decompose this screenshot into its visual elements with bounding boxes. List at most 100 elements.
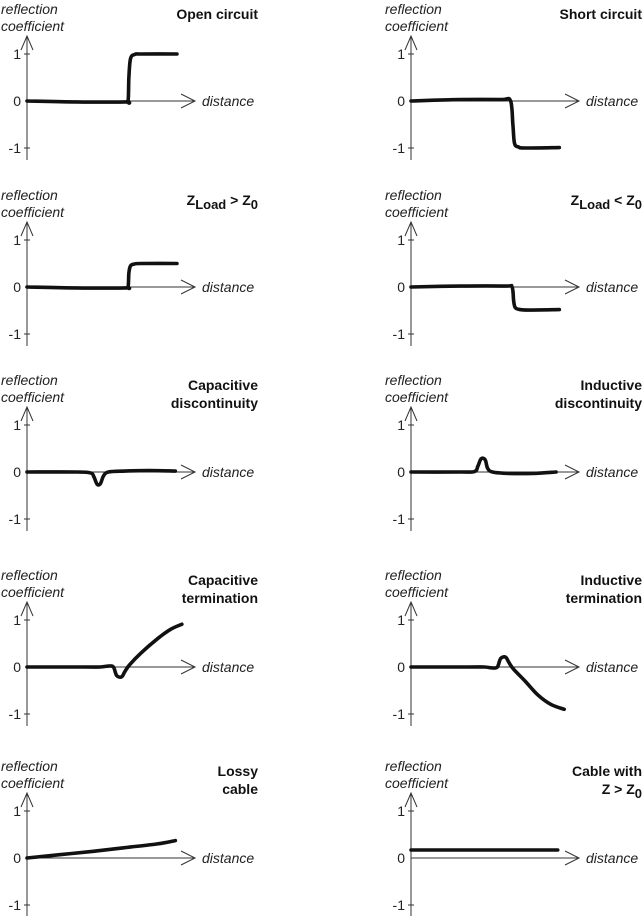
title-text: discontinuity [555, 395, 642, 411]
y-axis-label: coefficient [385, 204, 449, 220]
y-tick-label: -1 [9, 897, 22, 913]
x-axis-label: distance [586, 850, 638, 866]
panel-title: termination [566, 590, 642, 606]
y-tick-label: 0 [397, 850, 405, 866]
y-axis-label: reflection [385, 372, 442, 388]
x-axis-arrow [564, 850, 581, 866]
y-tick-label: 1 [13, 417, 21, 433]
x-axis-label: distance [586, 464, 638, 480]
title-text: termination [566, 590, 642, 606]
y-tick-label: 0 [13, 279, 21, 295]
panel-title: ZLoad < Z0 [571, 192, 642, 212]
y-axis-arrow [404, 791, 418, 808]
title-subscript: 0 [635, 786, 642, 801]
y-tick-label: 1 [13, 46, 21, 62]
panel-title: Inductive [581, 377, 643, 393]
y-tick-label: 1 [397, 46, 405, 62]
y-axis-label: coefficient [385, 584, 449, 600]
panel-title: Lossy [218, 763, 259, 779]
y-tick-label: 0 [13, 850, 21, 866]
reflection-curve [25, 468, 178, 487]
y-tick-label: -1 [393, 897, 406, 913]
reflection-curve [25, 52, 179, 105]
y-tick-label: -1 [9, 140, 22, 156]
y-axis-label: reflection [385, 758, 442, 774]
y-tick-label: -1 [393, 140, 406, 156]
y-axis-label: coefficient [1, 204, 65, 220]
x-axis-label: distance [586, 93, 638, 109]
x-axis-arrow [180, 850, 197, 866]
title-text: cable [222, 781, 258, 797]
y-tick-label: -1 [393, 706, 406, 722]
x-axis-arrow [180, 659, 197, 675]
panel-title: Inductive [581, 572, 643, 588]
y-tick-label: -1 [9, 511, 22, 527]
title-text: discontinuity [171, 395, 258, 411]
x-axis-arrow [564, 93, 581, 109]
title-text: Short circuit [560, 6, 643, 22]
panel-title: Capacitive [188, 377, 258, 393]
y-tick-label: 1 [397, 417, 405, 433]
y-tick-label: 1 [13, 232, 21, 248]
title-subscript: Load [579, 197, 610, 212]
x-axis-label: distance [202, 279, 254, 295]
title-text: Z [187, 192, 196, 208]
y-axis-arrow [20, 791, 34, 808]
y-tick-label: 0 [13, 659, 21, 675]
y-axis-label: reflection [385, 187, 442, 203]
panel-title: Capacitive [188, 572, 258, 588]
y-axis-label: coefficient [1, 389, 65, 405]
y-axis-arrow [404, 405, 418, 422]
title-text: Capacitive [188, 377, 258, 393]
y-axis-label: reflection [1, 372, 58, 388]
y-tick-label: -1 [393, 511, 406, 527]
x-axis-arrow [564, 464, 581, 480]
reflection-curve [409, 96, 562, 150]
y-tick-label: 0 [13, 464, 21, 480]
title-text: Lossy [218, 763, 259, 779]
title-text: Inductive [581, 377, 643, 393]
x-axis-label: distance [202, 464, 254, 480]
y-axis-arrow [20, 600, 34, 617]
y-tick-label: 0 [397, 659, 405, 675]
title-text: Capacitive [188, 572, 258, 588]
y-axis-label: reflection [1, 758, 58, 774]
x-axis-label: distance [586, 659, 638, 675]
tdr-panel: reflectioncoefficientInductiveterminatio… [385, 567, 642, 726]
panel-title: Z > Z0 [602, 781, 642, 801]
title-text: termination [182, 590, 258, 606]
y-axis-arrow [404, 600, 418, 617]
title-subscript: 0 [635, 197, 642, 212]
y-axis-label: reflection [385, 1, 442, 17]
x-axis-arrow [564, 279, 581, 295]
panel-title: discontinuity [171, 395, 258, 411]
reflection-curve [25, 622, 184, 679]
reflection-curve [25, 261, 179, 291]
title-text: > Z [226, 192, 251, 208]
y-axis-label: coefficient [385, 389, 449, 405]
y-axis-label: reflection [1, 567, 58, 583]
y-tick-label: 0 [397, 93, 405, 109]
y-tick-label: 1 [397, 803, 405, 819]
title-subscript: Load [195, 197, 226, 212]
panel-title: termination [182, 590, 258, 606]
y-tick-label: 0 [13, 93, 21, 109]
x-axis-label: distance [586, 279, 638, 295]
y-axis-label: coefficient [1, 584, 65, 600]
y-axis-label: coefficient [1, 775, 65, 791]
y-axis-arrow [20, 405, 34, 422]
panel-title: discontinuity [555, 395, 642, 411]
title-subscript: 0 [251, 197, 258, 212]
panel-title: Cable with [572, 763, 642, 779]
title-text: Inductive [581, 572, 643, 588]
reflection-curve [25, 838, 178, 860]
reflection-curve [409, 456, 558, 476]
y-axis-label: coefficient [385, 775, 449, 791]
